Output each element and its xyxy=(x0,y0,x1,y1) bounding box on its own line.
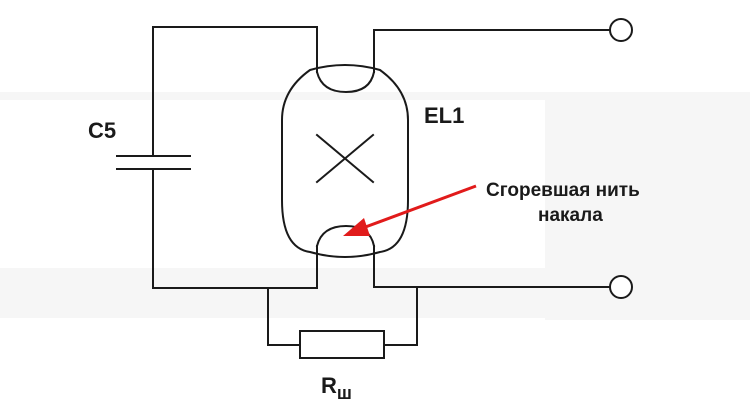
wire-resistor-left xyxy=(267,287,301,346)
filament-bottom-broken xyxy=(315,224,376,248)
terminal-top xyxy=(609,18,633,42)
resistor-label-subscript: ш xyxy=(337,383,352,403)
annotation-arrow xyxy=(343,184,477,236)
arrow-head xyxy=(343,218,370,236)
wire-resistor-right xyxy=(383,287,418,346)
annotation-text-line2: накала xyxy=(538,205,603,226)
annotation-text-line1: Сгоревшая нить xyxy=(486,180,640,201)
lamp-label: EL1 xyxy=(424,103,464,128)
cross-line-b xyxy=(315,133,375,184)
capacitor-label: C5 xyxy=(88,118,116,143)
wire-top-left xyxy=(152,26,318,157)
output-wiring xyxy=(373,18,633,299)
lamp-el1 xyxy=(281,64,409,258)
lamp-bulb-outline xyxy=(281,64,409,258)
terminal-bottom xyxy=(609,275,633,299)
filament-top xyxy=(315,70,376,94)
capacitor-branch xyxy=(116,26,318,289)
wire-top-right xyxy=(373,29,612,73)
background-panel-top xyxy=(0,92,750,100)
resistor-label-main: R xyxy=(321,373,337,398)
resistor-body xyxy=(299,330,385,359)
arrow-shaft xyxy=(359,184,477,231)
shunt-resistor xyxy=(267,287,418,359)
resistor-label: Rш xyxy=(321,373,352,403)
wire-bottom-right xyxy=(373,245,612,288)
wire-bottom-left xyxy=(152,168,318,289)
